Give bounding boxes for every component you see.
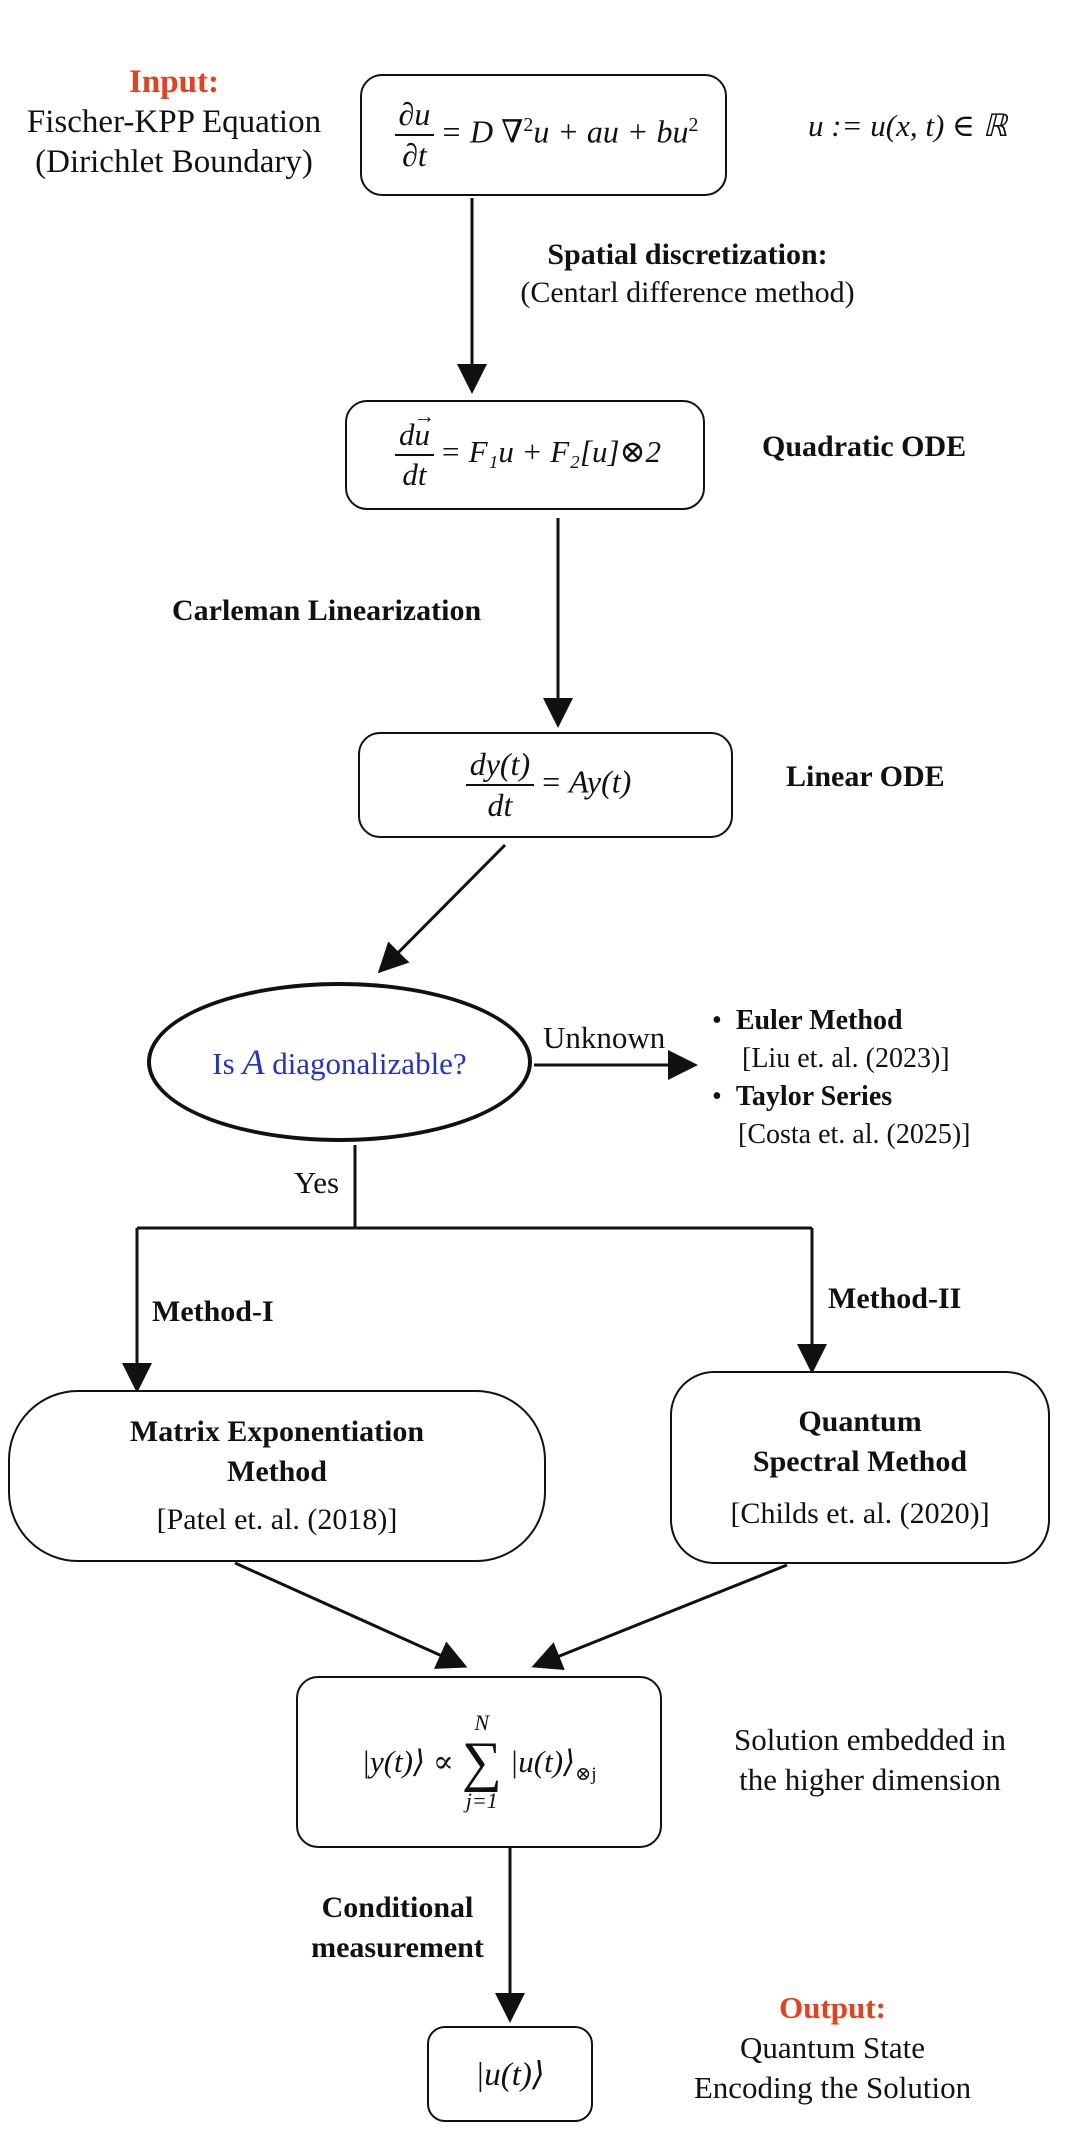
bullet-icon: • (712, 1005, 736, 1036)
pde-rhs-d: 2 (688, 113, 699, 136)
linear-numerator: dy(t) (465, 746, 535, 786)
measurement-line2: measurement (311, 1931, 484, 1964)
linear-denominator: dt (487, 787, 513, 823)
arrow-method1-to-embedding (234, 1561, 468, 1669)
sum-symbol: N ∑ j=1 (462, 1710, 502, 1814)
sigma-icon: ∑ (461, 1731, 502, 1793)
method1-title1: Matrix Exponentiation (129, 1415, 425, 1448)
pde-denominator: ∂t (402, 137, 427, 173)
quadratic-ode-label: Quadratic ODE (762, 430, 967, 463)
carleman-label: Carleman Linearization (172, 594, 482, 627)
embedding-rhs-sup: ⊗j (575, 1764, 597, 1785)
method2-ref: [Childs et. al. (2020)] (730, 1496, 990, 1530)
pde-rhs-a: = D ∇ (440, 113, 524, 150)
output-line1: Quantum State (739, 2030, 926, 2065)
bullet-icon: • (712, 1081, 736, 1112)
pde-box: ∂u ∂t = D ∇2u + au + bu2 (360, 74, 727, 196)
step1-subtitle: (Centarl difference method) (520, 276, 855, 309)
embedding-lhs: |y(t)⟩ ∝ (361, 1744, 454, 1779)
output-line2: Encoding the Solution (693, 2070, 972, 2105)
linear-ode-label: Linear ODE (786, 760, 945, 793)
yes-label: Yes (294, 1165, 340, 1200)
unknown-label: Unknown (543, 1020, 666, 1055)
quadratic-fraction: du dt (394, 416, 434, 492)
measurement-line1: Conditional (321, 1891, 474, 1924)
alt2-ref: [Costa et. al. (2025)] (738, 1119, 971, 1150)
alt1-title: Euler Method (735, 1005, 903, 1036)
linear-ode-box: dy(t) dt = Ay(t) (358, 732, 733, 838)
pde-numerator: ∂u (394, 96, 435, 136)
quadratic-num-u: u (414, 417, 430, 452)
pde-rhs-c: u + au + bu (533, 113, 689, 150)
quadratic-num-d: d (398, 416, 415, 452)
output-label: Output: (779, 1990, 886, 2025)
method2-title2: Spectral Method (752, 1444, 968, 1478)
decision-question: Is A diagonalizable? (212, 1042, 467, 1082)
sum-bottom: j=1 (465, 1788, 498, 1813)
input-line2: (Dirichlet Boundary) (35, 144, 313, 180)
step1-label: Spatial discretization: (Centarl differe… (490, 236, 885, 312)
embedding-note-line1: Solution embedded in (733, 1722, 1007, 1757)
method2-title1: Quantum (798, 1404, 922, 1438)
pde-fraction: ∂u ∂t (394, 96, 435, 173)
alt2-title: Taylor Series (735, 1081, 893, 1112)
arrow-method2-to-embedding (531, 1563, 788, 1671)
method1-box: Matrix Exponentiation Method [Patel et. … (8, 1390, 546, 1562)
measurement-label: Conditional measurement (285, 1888, 510, 1968)
embedding-rhs: |u(t)⟩ (509, 1744, 576, 1779)
domain-definition: u := u(x, t) ∈ ℝ (808, 108, 1008, 143)
method1-label: Method-I (152, 1295, 274, 1328)
linear-fraction: dy(t) dt (465, 746, 535, 823)
embedding-box: |y(t)⟩ ∝ N ∑ j=1 |u(t)⟩⊗j (296, 1676, 662, 1848)
method1-title2: Method (227, 1455, 327, 1488)
input-line1: Fischer-KPP Equation (26, 104, 322, 140)
output-ket: |u(t)⟩ (475, 2057, 545, 2093)
quadratic-rhs: = F₁u + F₂[u]⊗2 (439, 434, 662, 470)
step1-title: Spatial discretization: (547, 238, 828, 271)
quadratic-ode-box: du dt = F₁u + F₂[u]⊗2 (345, 400, 705, 510)
arrow-linear-to-decision (377, 843, 507, 974)
decision-ellipse: Is A diagonalizable? (147, 982, 532, 1142)
alt1-ref: [Liu et. al. (2023)] (742, 1043, 950, 1074)
method1-ref: [Patel et. al. (2018)] (156, 1503, 398, 1536)
output-box: |u(t)⟩ (427, 2026, 593, 2122)
alternatives-list: • Euler Method [Liu et. al. (2023)] • Ta… (712, 1002, 971, 1154)
method2-box: Quantum Spectral Method [Childs et. al. … (670, 1371, 1050, 1564)
pde-rhs-b: 2 (523, 113, 534, 136)
embedding-note: Solution embedded in the higher dimensio… (700, 1720, 1040, 1800)
input-label: Input: (129, 64, 219, 100)
quadratic-den: dt (402, 457, 427, 492)
output-block: Output: Quantum State Encoding the Solut… (660, 1988, 1005, 2108)
sum-top: N (474, 1710, 490, 1735)
method2-label: Method-II (828, 1282, 962, 1315)
input-block: Input: Fischer-KPP Equation (Dirichlet B… (14, 62, 334, 182)
linear-rhs: = Ay(t) (540, 763, 632, 800)
embedding-note-line2: the higher dimension (739, 1762, 1001, 1797)
